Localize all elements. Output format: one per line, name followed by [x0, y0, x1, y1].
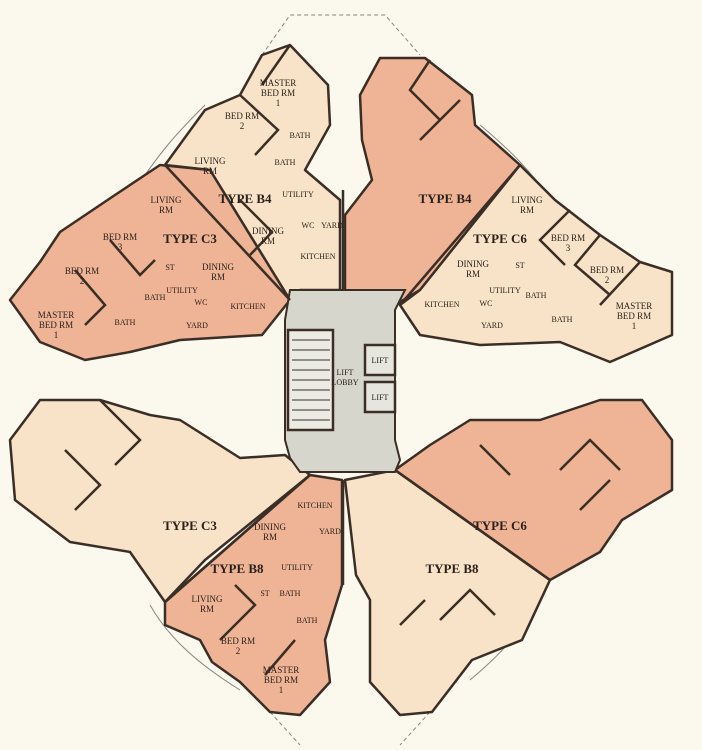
balcony-curve-bottom-left: [149, 604, 241, 691]
bath-1-label: BATH: [280, 589, 301, 598]
party-wall-top-right: [399, 164, 521, 306]
unit-type-label: TYPE B8: [210, 561, 264, 576]
unit-type-label: TYPE C6: [473, 231, 527, 246]
store-label: ST: [165, 263, 174, 272]
unit-type-label: TYPE B8: [425, 561, 479, 576]
party-wall-bottom-right: [394, 468, 551, 582]
bedroom-walls-top-left: [74, 44, 292, 326]
roof-outline-top: [261, 14, 421, 56]
unit-type-label: TYPE C3: [163, 231, 217, 246]
store-label: ST: [515, 261, 524, 270]
bath-2-label: BATH: [275, 158, 296, 167]
bedroom-walls-bottom: [64, 399, 621, 676]
bedroom-walls-right: [408, 59, 641, 306]
unit-type-label: TYPE C6: [473, 518, 527, 533]
store-label: ST: [260, 589, 269, 598]
utility-label: UTILITY: [281, 563, 313, 572]
lift-shaft-1: [363, 343, 397, 377]
wc-label: WC: [302, 221, 315, 230]
party-wall-bottom-left: [164, 474, 311, 603]
lift-1-label: LIFT: [372, 356, 389, 365]
utility-label: UTILITY: [166, 286, 198, 295]
kitchen-label: KITCHEN: [297, 501, 332, 510]
kitchen-label: KITCHEN: [424, 300, 459, 309]
bath-2-label: BATH: [115, 318, 136, 327]
unit-type-label: TYPE B4: [218, 191, 272, 206]
lift-shaft-2: [363, 380, 397, 414]
bath-2-label: BATH: [297, 616, 318, 625]
lift-2-label: LIFT: [372, 393, 389, 402]
party-wall-top-left: [164, 164, 291, 301]
roof-outline-bottom: [269, 711, 431, 746]
stair-treads: [292, 339, 330, 421]
wc-label: WC: [480, 299, 493, 308]
bath-1-label: BATH: [526, 291, 547, 300]
yard-label: YARD: [481, 321, 503, 330]
bath-1-label: BATH: [145, 293, 166, 302]
yard-label: YARD: [321, 221, 343, 230]
utility-label: UTILITY: [282, 190, 314, 199]
utility-label: UTILITY: [489, 286, 521, 295]
unit-type-label: TYPE B4: [418, 191, 472, 206]
wc-label: WC: [195, 298, 208, 307]
unit-bottom-right-c6[interactable]: [393, 398, 674, 582]
kitchen-label: KITCHEN: [230, 302, 265, 311]
yard-label: YARD: [319, 527, 341, 536]
unit-type-label: TYPE C3: [163, 518, 217, 533]
kitchen-label: KITCHEN: [300, 252, 335, 261]
bath-1-label: BATH: [290, 131, 311, 140]
bath-2-label: BATH: [552, 315, 573, 324]
yard-label: YARD: [186, 321, 208, 330]
